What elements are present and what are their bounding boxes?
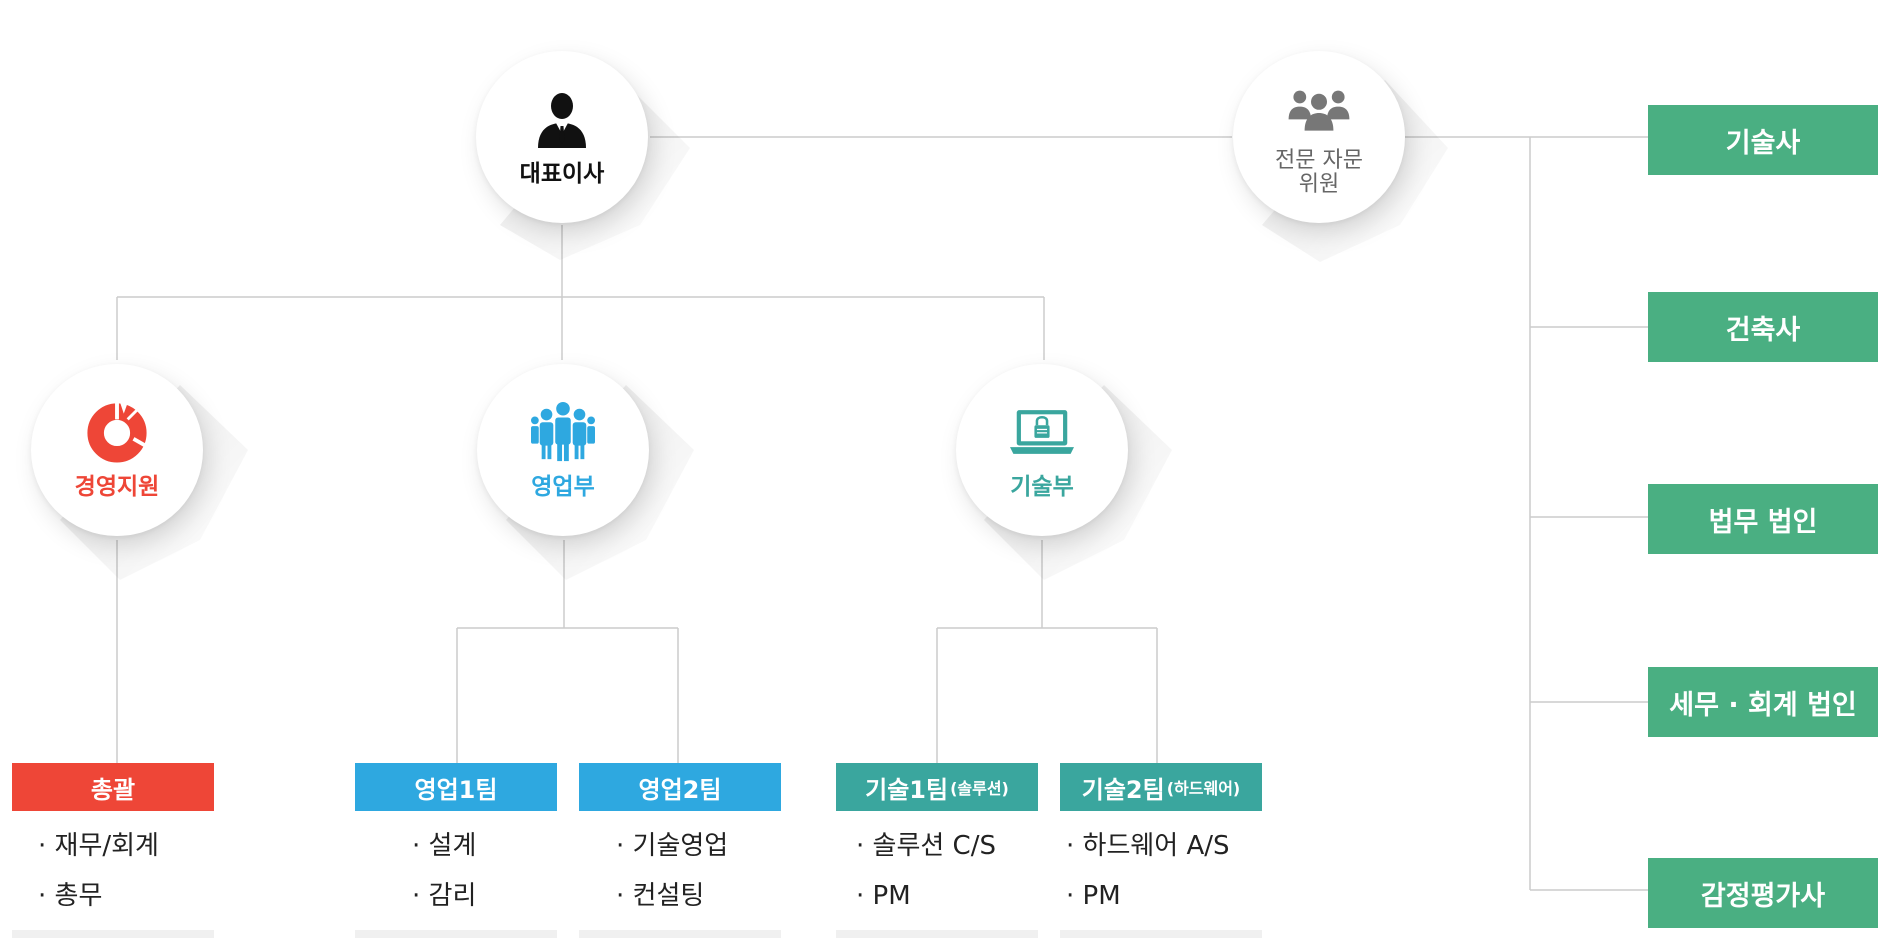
team-bar-tech1[interactable]: 기술1팀(솔루션) — [836, 763, 1038, 811]
advisor-bar-engineer-label: 기술사 — [1725, 127, 1801, 159]
team-bar-tech1-sublabel: (솔루션) — [950, 779, 1009, 798]
advisor-bar-law-firm-label: 법무 법인 — [1708, 506, 1818, 538]
donut-chart-icon — [85, 400, 149, 464]
advisor-label: 전문 자문 위원 — [1275, 149, 1363, 197]
duty-item: · 하드웨어 A/S — [1066, 831, 1230, 861]
duty-item: · 솔루션 C/S — [856, 831, 996, 861]
ceo-node[interactable]: 대표이사 — [476, 51, 648, 223]
duty-item: · 컨설팅 — [616, 881, 705, 911]
team-bar-tech2-sublabel: (하드웨어) — [1166, 779, 1241, 798]
team-base-tech2 — [1060, 930, 1262, 938]
team-base-general — [12, 930, 214, 938]
team-base-sales1 — [355, 930, 557, 938]
laptop-lock-icon — [1010, 400, 1074, 464]
duty-list-sales1: · 설계 · 감리 — [412, 821, 476, 921]
team-bar-tech2-label: 기술2팀 — [1081, 775, 1165, 804]
duty-list-tech1: · 솔루션 C/S · PM — [856, 821, 996, 921]
dept-sales-node[interactable]: 영업부 — [477, 364, 649, 536]
advisor-label-line1: 전문 자문 — [1275, 148, 1363, 173]
duty-item: · 총무 — [38, 881, 103, 911]
dept-sales-label: 영업부 — [531, 474, 595, 500]
advisor-node[interactable]: 전문 자문 위원 — [1233, 51, 1405, 223]
duty-item: · 재무/회계 — [38, 831, 159, 861]
advisor-bar-law-firm[interactable]: 법무 법인 — [1648, 484, 1878, 554]
duty-list-tech2: · 하드웨어 A/S · PM — [1066, 821, 1230, 921]
team-bar-general[interactable]: 총괄 — [12, 763, 214, 811]
duty-item: · 설계 — [412, 831, 477, 861]
group-icon — [1287, 77, 1351, 141]
duty-item: · 기술영업 — [616, 831, 729, 861]
advisor-bar-tax-accounting-label: 세무 · 회계 법인 — [1669, 689, 1857, 721]
team-base-sales2 — [579, 930, 781, 938]
duty-list-general: · 재무/회계 · 총무 — [38, 821, 159, 921]
duty-item: · 감리 — [412, 881, 477, 911]
team-bar-sales1-label: 영업1팀 — [414, 775, 498, 804]
person-suit-icon — [530, 87, 594, 151]
team-bar-tech2[interactable]: 기술2팀(하드웨어) — [1060, 763, 1262, 811]
ceo-label: 대표이사 — [519, 161, 605, 187]
advisor-bar-tax-accounting[interactable]: 세무 · 회계 법인 — [1648, 667, 1878, 737]
team-icon — [531, 400, 595, 464]
duty-list-sales2: · 기술영업 · 컨설팅 — [616, 821, 728, 921]
dept-tech-label: 기술부 — [1010, 474, 1074, 500]
duty-item: · PM — [1066, 881, 1121, 911]
advisor-label-line2: 위원 — [1298, 172, 1340, 197]
advisor-bar-appraiser[interactable]: 감정평가사 — [1648, 858, 1878, 928]
team-base-tech1 — [836, 930, 1038, 938]
dept-tech-node[interactable]: 기술부 — [956, 364, 1128, 536]
team-bar-sales2-label: 영업2팀 — [638, 775, 722, 804]
team-bar-sales2[interactable]: 영업2팀 — [579, 763, 781, 811]
advisor-bar-engineer[interactable]: 기술사 — [1648, 105, 1878, 175]
dept-management-label: 경영지원 — [74, 474, 160, 500]
duty-item: · PM — [856, 881, 911, 911]
advisor-bar-architect-label: 건축사 — [1725, 314, 1801, 346]
dept-management-node[interactable]: 경영지원 — [31, 364, 203, 536]
team-bar-general-label: 총괄 — [90, 775, 136, 804]
advisor-bar-appraiser-label: 감정평가사 — [1700, 880, 1826, 912]
team-bar-sales1[interactable]: 영업1팀 — [355, 763, 557, 811]
advisor-bar-architect[interactable]: 건축사 — [1648, 292, 1878, 362]
team-bar-tech1-label: 기술1팀 — [865, 775, 949, 804]
